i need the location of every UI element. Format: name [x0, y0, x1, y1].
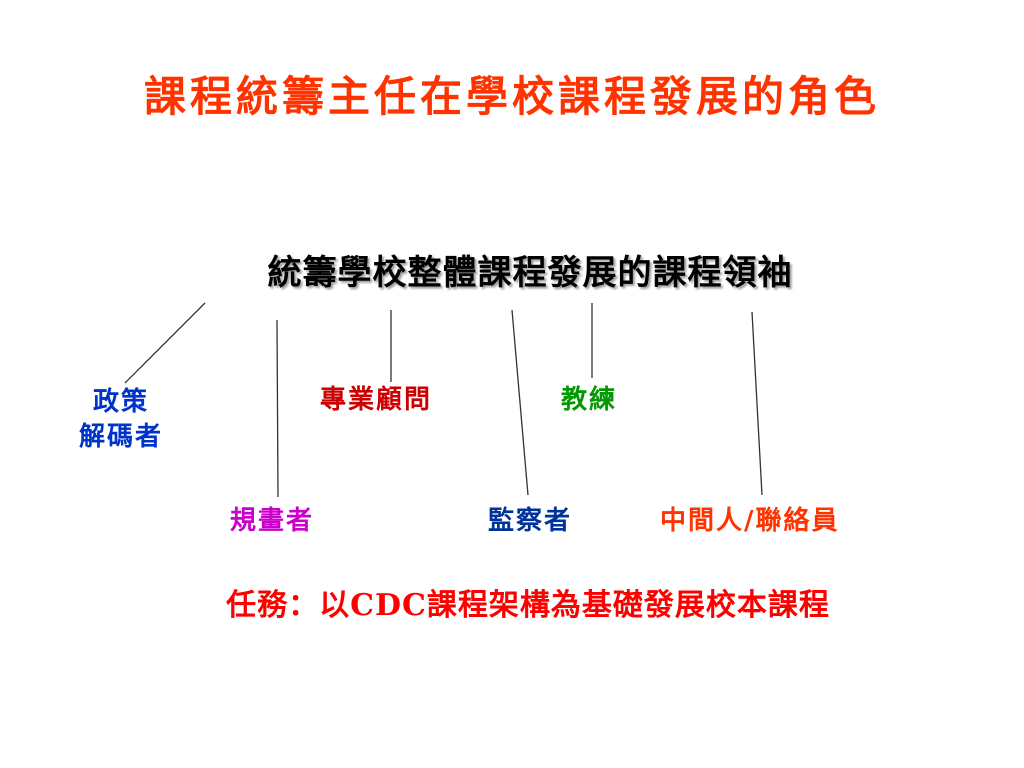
role-policy-decoder: 政策 解碼者 — [66, 385, 176, 455]
connector-liaison — [751, 311, 763, 496]
slide-title: 課程統籌主任在學校課程發展的角色 — [143, 72, 880, 121]
central-role-label: 統籌學校整體課程發展的課程領袖 — [267, 253, 793, 293]
connector-supervisor — [511, 309, 529, 496]
connector-planner — [276, 319, 279, 498]
role-planner: 規畫者 — [230, 506, 315, 536]
role-coach: 教練 — [561, 385, 618, 415]
connector-policy — [124, 302, 206, 384]
role-policy-line1: 政策 — [92, 387, 149, 417]
role-supervisor: 監察者 — [488, 506, 573, 536]
role-policy-line2: 解碼者 — [78, 422, 163, 453]
role-professional-consultant: 專業顧問 — [320, 385, 433, 415]
role-liaison: 中間人/聯絡員 — [660, 506, 840, 536]
task-statement: 任務：以CDC課程架構為基礎發展校本課程 — [226, 588, 830, 623]
